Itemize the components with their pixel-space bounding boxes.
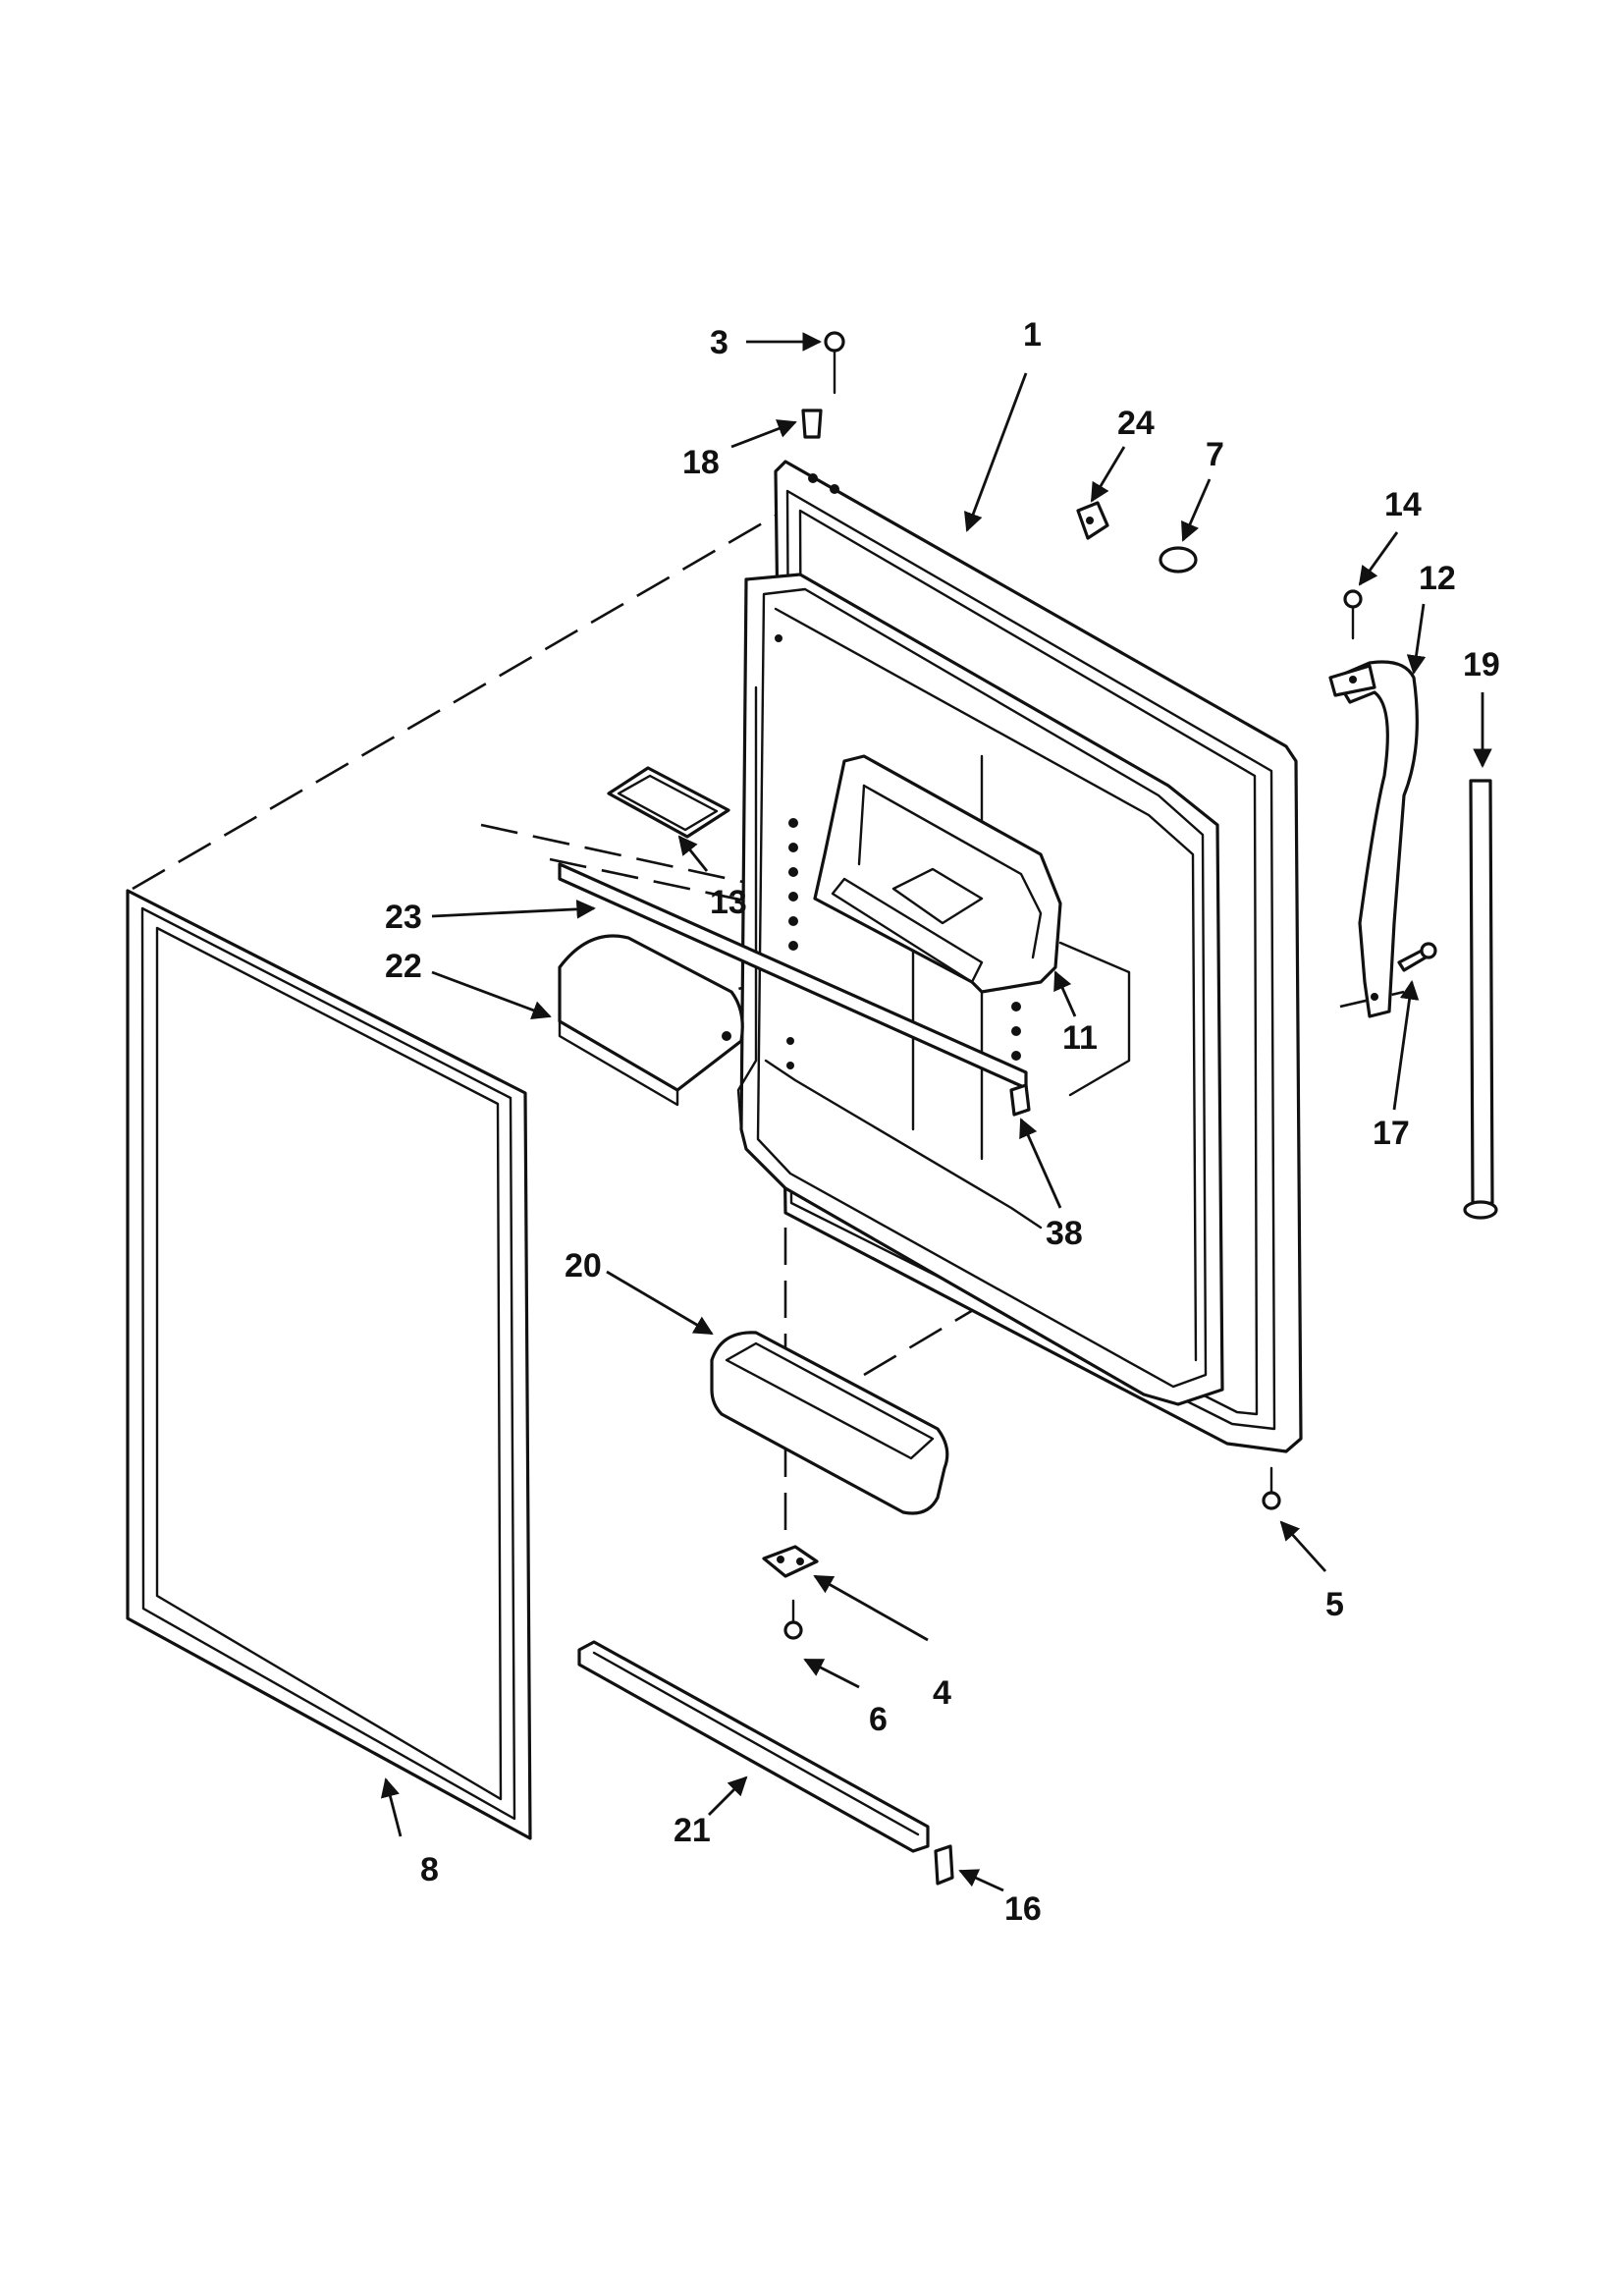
shelf-insert-pad [607,766,730,839]
leader-lines [380,332,1492,1892]
callout-16: 14 [1384,486,1422,523]
handle-screw [1397,942,1437,972]
callout-20: 20 [565,1247,602,1285]
callout-1: 1 [1023,316,1042,354]
callout-24: 24 [1117,405,1155,442]
callout-5: 5 [1325,1586,1344,1623]
callout-23: 23 [385,899,422,936]
handle-trim-strip [1463,779,1498,1220]
door-shelf-bin [710,1331,949,1515]
callout-11: 11 [1062,1019,1098,1057]
door-handle [1328,660,1419,1018]
callout-21: 21 [674,1812,711,1849]
callout-38: 38 [1046,1215,1083,1252]
callout-19: 19 [1463,646,1500,683]
rail-end-cap [934,1844,954,1886]
callout-22: 22 [385,948,422,985]
callout-14: 16 [1004,1890,1042,1928]
callout-4: 4 [933,1674,951,1712]
hardware [762,331,1363,1640]
callout-13: 13 [710,884,747,921]
callout-18: 18 [682,444,720,481]
callout-3: 3 [710,324,728,361]
callout-12: 12 [1419,560,1456,597]
callout-labels: 3 1 24 7 18 14 12 19 13 23 22 11 17 38 2… [385,316,1500,1928]
door-rail-lower [577,1640,930,1853]
butter-compartment [813,754,1062,994]
callout-6: 6 [869,1701,888,1738]
callout-8: 8 [420,1851,439,1888]
dairy-compartment-door [558,934,744,1107]
callout-7: 7 [1206,436,1224,473]
door-gasket [126,889,532,1840]
callout-17: 17 [1373,1115,1410,1152]
